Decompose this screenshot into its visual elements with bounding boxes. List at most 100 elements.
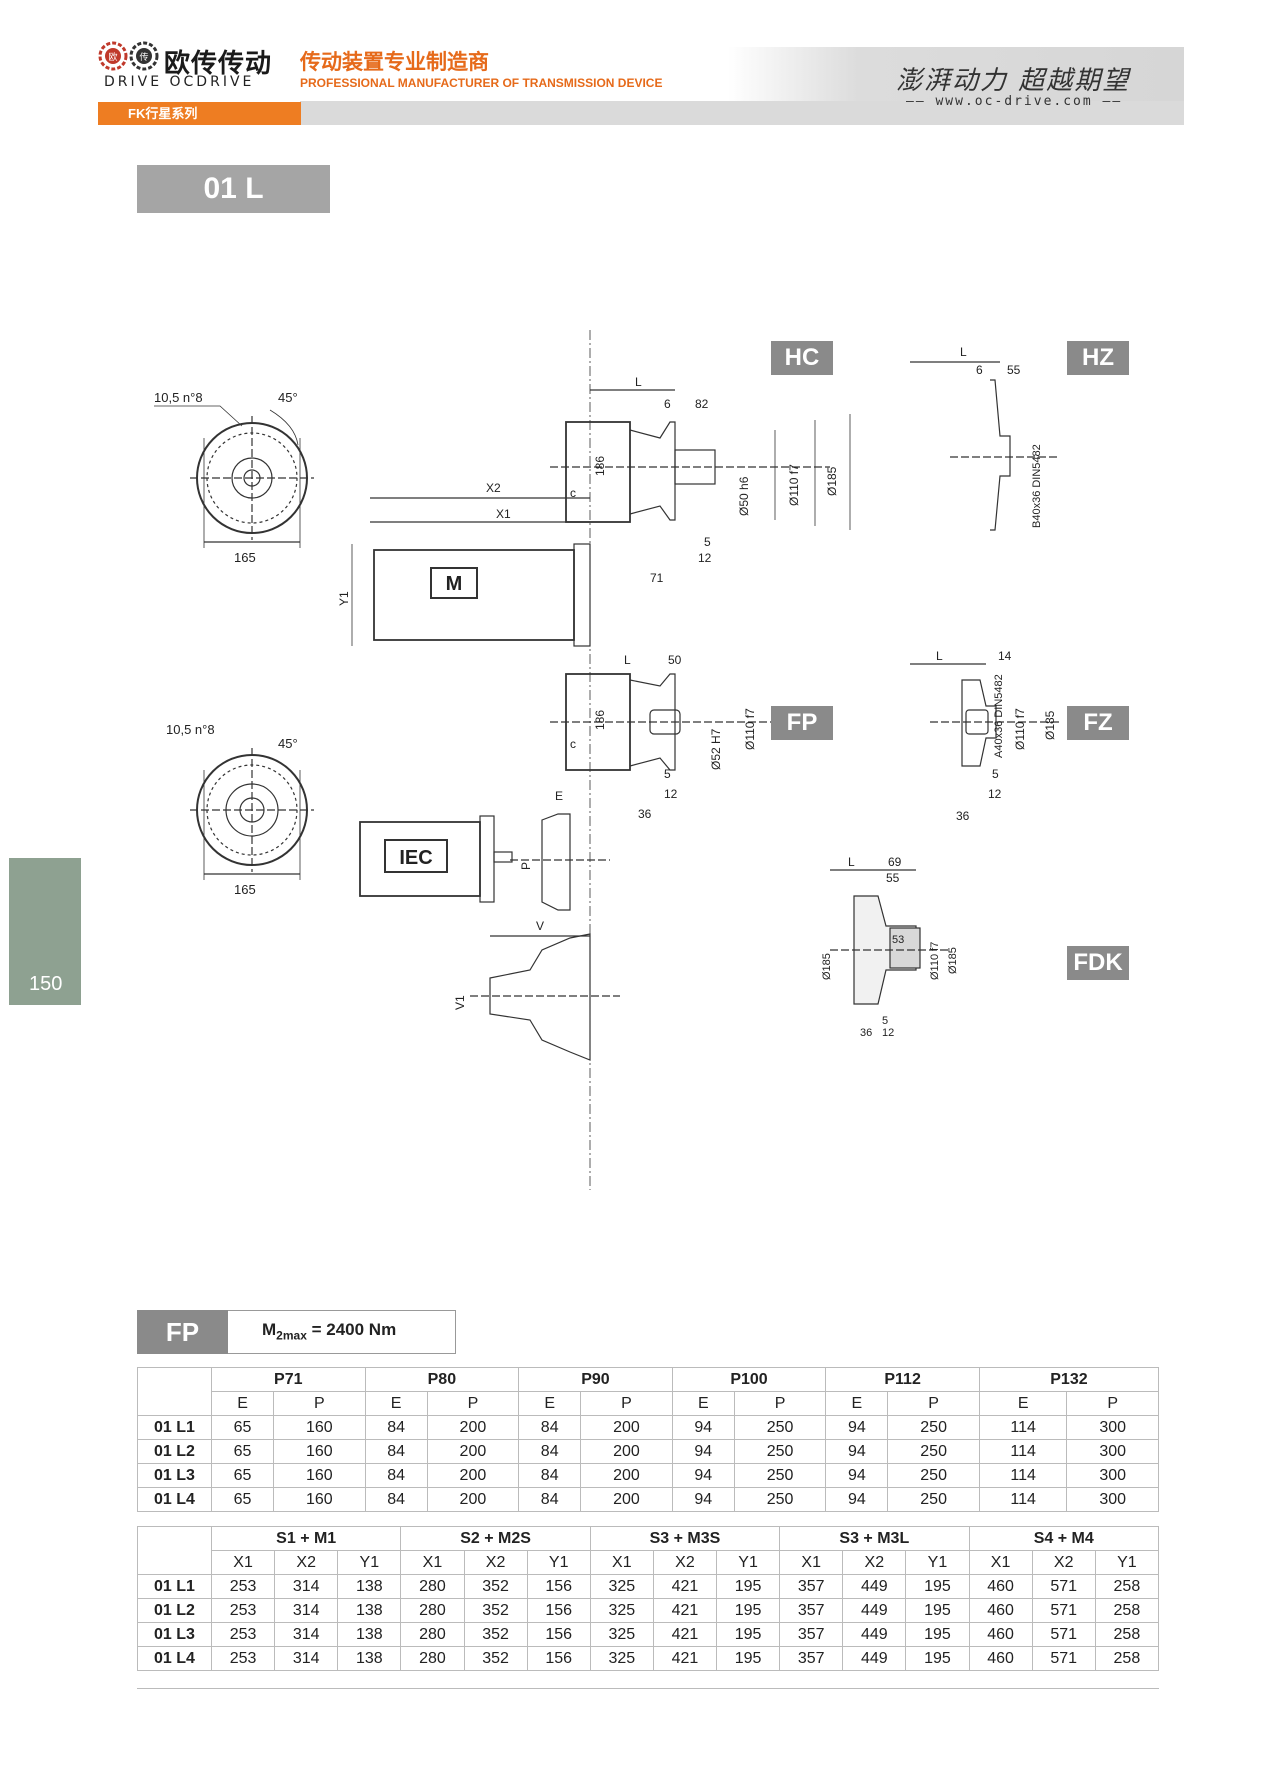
- table-cell: 114: [978, 1487, 1068, 1512]
- group-header: S1 + M1: [210, 1526, 402, 1551]
- table-cell: 314: [274, 1598, 339, 1623]
- table-cell: 250: [887, 1439, 980, 1464]
- dim-shaft-fz: A40x36 DIN5482: [993, 674, 1005, 758]
- table-cell: 449: [842, 1622, 907, 1647]
- dim-angle-top: 45°: [278, 390, 298, 405]
- dim-bore-fp: Ø52 H7: [709, 728, 723, 770]
- table-cell: 84: [518, 1439, 582, 1464]
- sub-header: E: [825, 1391, 889, 1416]
- dim-50-fp: 50: [668, 653, 682, 667]
- tagline-cn: 传动装置专业制造商: [300, 51, 489, 74]
- table-cell: 357: [779, 1622, 844, 1647]
- table-cell: 94: [825, 1439, 889, 1464]
- hz-view: L 6 55 B40x36 DIN5482: [910, 345, 1060, 531]
- table-cell: 258: [1094, 1646, 1160, 1671]
- table-cell: 114: [978, 1463, 1068, 1488]
- table-cell: 94: [825, 1487, 889, 1512]
- dim-6-hz: 6: [976, 363, 983, 377]
- tagline-en: PROFESSIONAL MANUFACTURER OF TRANSMISSIO…: [300, 76, 663, 90]
- sub-header: X1: [400, 1550, 465, 1575]
- table-cell: 421: [652, 1574, 718, 1599]
- dim-E: E: [555, 789, 563, 803]
- sub-header: Y1: [1094, 1550, 1160, 1575]
- sub-header: X1: [210, 1550, 276, 1575]
- table-cell: 94: [825, 1415, 889, 1440]
- table-cell: 449: [842, 1574, 907, 1599]
- dim-165-bottom: 165: [234, 882, 256, 897]
- fdk-view: L 69 55 53 Ø185 Ø110 f7 Ø185 5 36 12: [821, 855, 959, 1039]
- technical-drawing: 165 10,5 n°8 45° 165 10,5 n°8 45° 186 c …: [154, 330, 1060, 1190]
- dim-L-hz: L: [960, 345, 967, 359]
- table-cell: 195: [905, 1646, 970, 1671]
- dim-c-fp: c: [570, 737, 576, 751]
- table-cell: 195: [715, 1574, 781, 1599]
- table-cell: 421: [652, 1646, 718, 1671]
- table-cell: 571: [1031, 1622, 1096, 1647]
- group-header: P132: [978, 1367, 1160, 1392]
- table-cell: 114: [978, 1415, 1068, 1440]
- sub-header: X2: [1031, 1550, 1096, 1575]
- table-cell: 258: [1094, 1598, 1160, 1623]
- table-cell: 250: [887, 1415, 980, 1440]
- dim-186-fp: 186: [593, 710, 607, 730]
- table-cell: 460: [968, 1598, 1033, 1623]
- group-header: S2 + M2S: [400, 1526, 591, 1551]
- dim-12-fdk: 12: [882, 1027, 894, 1039]
- table-cell: 253: [210, 1622, 276, 1647]
- iec-label: IEC: [399, 847, 432, 869]
- table-cell: 94: [671, 1487, 735, 1512]
- brand-name-en: DRIVE OCDRIVE: [104, 74, 255, 90]
- table-cell: 156: [526, 1646, 591, 1671]
- dim-185-fdk-right: Ø185: [947, 947, 959, 974]
- table-cell: 280: [400, 1622, 465, 1647]
- table-cell: 449: [842, 1598, 907, 1623]
- table-cell: 571: [1031, 1598, 1096, 1623]
- table-cell: 138: [337, 1646, 402, 1671]
- sub-header: X1: [968, 1550, 1033, 1575]
- table-cell: 250: [887, 1487, 980, 1512]
- table-cell: 200: [426, 1415, 520, 1440]
- logo-mark-left: 欧: [108, 51, 117, 62]
- dim-55-hz: 55: [1007, 363, 1021, 377]
- dim-P: P: [519, 862, 533, 870]
- dim-69-fdk: 69: [888, 855, 902, 869]
- row-label: 01 L1: [137, 1574, 212, 1599]
- sub-header: Y1: [337, 1550, 402, 1575]
- group-header: P112: [825, 1367, 980, 1392]
- table-cell: 156: [526, 1598, 591, 1623]
- series-label: FK行星系列: [98, 102, 301, 125]
- dim-L-fp: L: [624, 653, 631, 667]
- group-header: S3 + M3L: [779, 1526, 970, 1551]
- dim-c-hc: c: [570, 486, 576, 500]
- table-cell: 84: [518, 1487, 582, 1512]
- tag-hc: HC: [771, 341, 833, 375]
- table-cell: 250: [733, 1463, 827, 1488]
- table-cell: 300: [1066, 1415, 1159, 1440]
- table-cell: 138: [337, 1574, 402, 1599]
- table-cell: 138: [337, 1598, 402, 1623]
- table-cell: 250: [733, 1415, 827, 1440]
- table-cell: 84: [364, 1439, 428, 1464]
- sub-header: Y1: [905, 1550, 970, 1575]
- table-cell: 195: [715, 1622, 781, 1647]
- table-cell: 160: [273, 1439, 366, 1464]
- table-cell: 280: [400, 1646, 465, 1671]
- dim-36-fz: 36: [956, 809, 970, 823]
- table-cell: 300: [1066, 1439, 1159, 1464]
- table-cell: 138: [337, 1622, 402, 1647]
- table-cell: 84: [364, 1415, 428, 1440]
- sub-header: P: [1066, 1391, 1159, 1416]
- sub-header: E: [978, 1391, 1068, 1416]
- table-cell: 195: [905, 1622, 970, 1647]
- table-cell: 325: [589, 1598, 654, 1623]
- dim-12-fz: 12: [988, 787, 1002, 801]
- fp-spec-tag: FP: [137, 1310, 228, 1354]
- table-cell: 314: [274, 1622, 339, 1647]
